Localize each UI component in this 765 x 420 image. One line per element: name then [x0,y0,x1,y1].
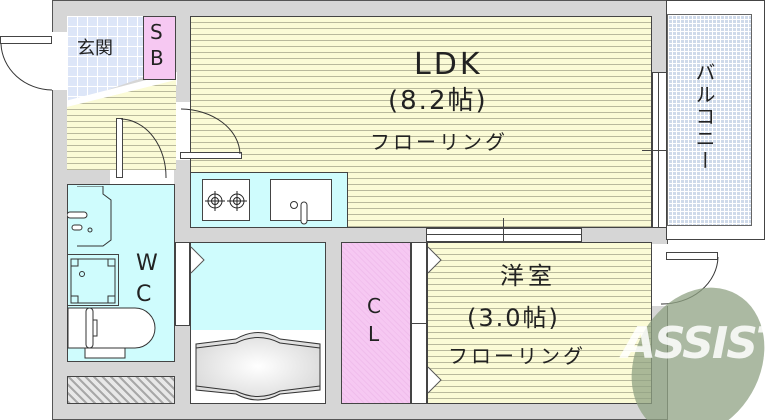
ldk-door-leaf [180,152,242,159]
shoe-box [143,16,176,80]
ldk-flooring: フローリング [370,130,508,154]
closet-label-l: L [368,322,380,346]
closet-label-c: C [367,294,381,318]
assist-watermark-text: ASSIST [622,318,765,369]
ldk-name: LDK [414,47,483,82]
western-room-size: (3.0帖) [467,304,560,332]
wc-label-c: C [136,282,152,307]
ldk-size: (8.2帖) [388,86,488,116]
ldk-door-opening [176,102,190,160]
hallway-door-leaf [116,118,123,178]
western-room-name: 洋室 [500,262,556,290]
interior-window-divider [503,218,504,252]
hallway-floor [67,80,176,170]
ldk-door-swing [180,108,241,155]
western-door-leaf [666,252,718,260]
western-door-opening [652,244,668,306]
bathroom-door-arrow-icon [190,246,205,274]
closet-door-arrow-icon-top [427,246,442,274]
shoe-box-label-s: S [150,20,163,44]
interior-window-mullion [426,234,582,235]
shoe-box-label-b: B [150,46,164,70]
balcony-label: バルコニー [692,62,716,172]
assist-watermark-logo [631,287,765,420]
stove-burner-icon [205,191,247,211]
closet-door-arrow-icon-bottom [427,366,442,394]
washing-machine-icon [70,258,116,304]
hallway-door-opening [110,170,174,184]
interior-window [426,228,582,242]
bathtub-icon [195,332,321,401]
entrance-door-leaf [0,36,52,44]
washing-machine-space [67,254,119,306]
gas-stove [202,179,250,221]
toilet-icon [67,307,156,359]
wc-label-w: W [136,251,158,276]
hallway-door-swing [120,118,167,179]
closet [341,242,411,404]
pipe-space [67,376,175,404]
western-room-floor [427,242,652,404]
closet-door-split [411,323,427,324]
wash-basin-icon [67,186,112,247]
faucet-icon [290,201,308,225]
balcony-floor [667,14,752,226]
entrance-door-swing [0,43,53,91]
bathroom-door [175,242,190,326]
entrance-door-opening [52,32,67,90]
balcony-window-divider [642,150,678,151]
western-room-flooring: フローリング [448,344,586,368]
entrance-label: 玄関 [77,38,113,59]
